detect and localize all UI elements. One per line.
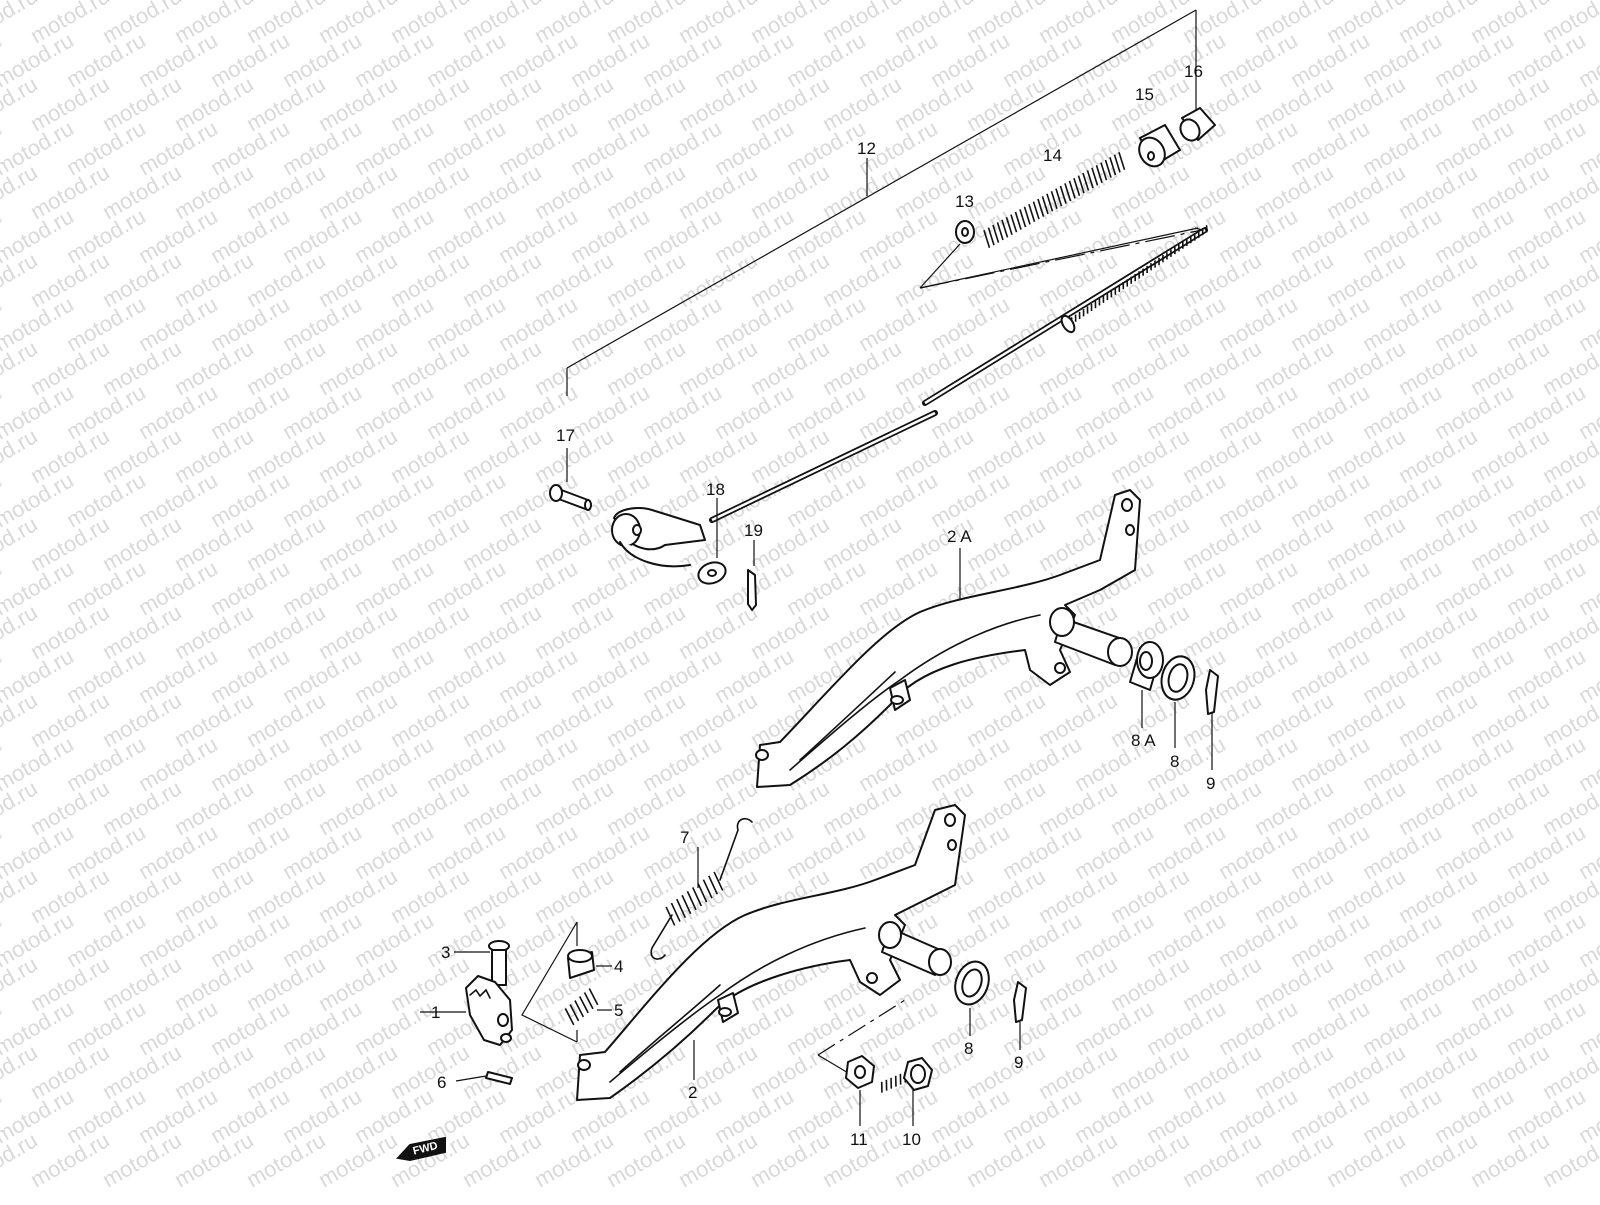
- callout-9-upper: 9: [1206, 774, 1215, 793]
- callout-9-lower: 9: [1014, 1053, 1023, 1072]
- callout-8-lower: 8: [964, 1039, 973, 1058]
- coil-turn: [589, 989, 597, 1005]
- callout-15: 15: [1135, 85, 1154, 104]
- coil-turn: [580, 997, 588, 1013]
- callout-12: 12: [857, 139, 876, 158]
- callout-13: 13: [955, 192, 974, 211]
- callout-7: 7: [680, 828, 689, 847]
- coil-turn: [1029, 204, 1035, 222]
- coil-turn: [1020, 209, 1026, 227]
- callout-6: 6: [437, 1073, 446, 1092]
- callout-16: 16: [1184, 62, 1203, 81]
- callout-8-upper: 8: [1170, 752, 1179, 771]
- callout-3: 3: [441, 943, 450, 962]
- pin-3: [489, 941, 509, 985]
- callout-11: 11: [850, 1130, 868, 1149]
- callout-10: 10: [902, 1130, 921, 1149]
- callout-4: 4: [614, 957, 623, 976]
- callout-1: 1: [431, 1003, 440, 1022]
- callout-17: 17: [556, 426, 575, 445]
- callout-2: 2: [688, 1083, 697, 1102]
- cotter-9-upper: [1206, 670, 1218, 714]
- coil-turn: [585, 993, 593, 1009]
- callout-18: 18: [706, 480, 725, 499]
- coil-turn: [1024, 207, 1030, 225]
- callout-2a: 2 A: [947, 527, 972, 546]
- coil-turn: [1015, 212, 1021, 230]
- callout-8a: 8 A: [1131, 731, 1156, 750]
- cotter-19: [748, 570, 756, 610]
- callout-5: 5: [614, 1001, 623, 1020]
- cotter-9-lower: [1014, 982, 1026, 1022]
- callout-14: 14: [1043, 146, 1062, 165]
- callout-19: 19: [744, 521, 763, 540]
